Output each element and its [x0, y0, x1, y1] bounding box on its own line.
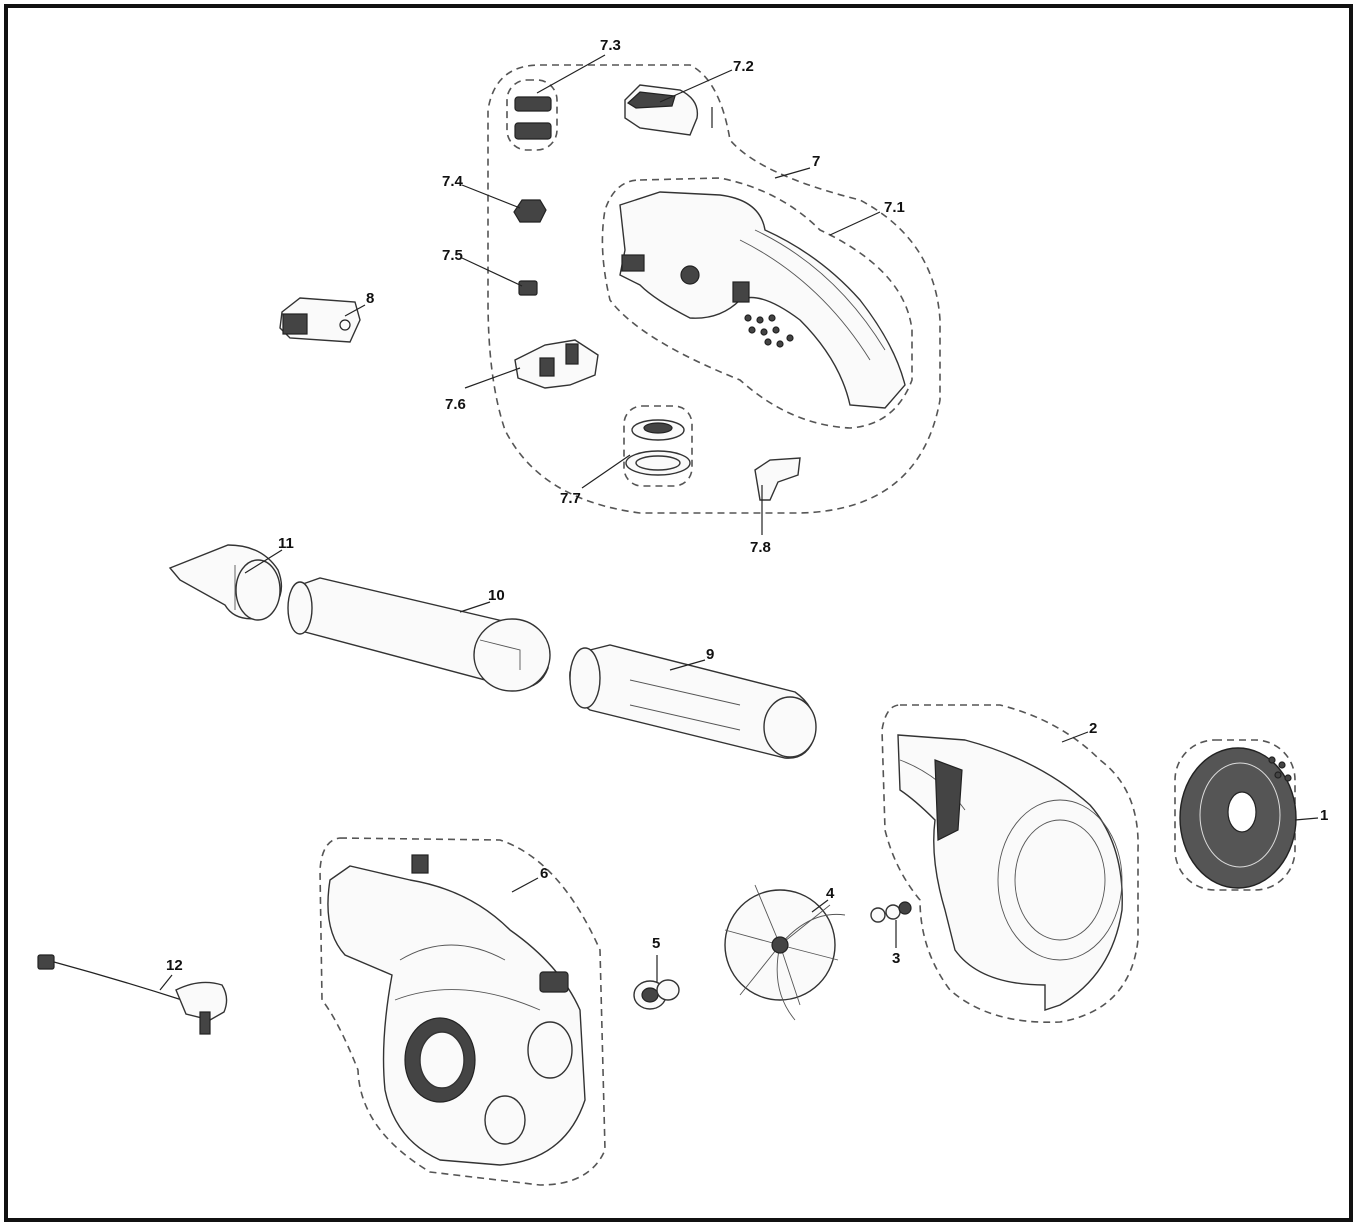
label-5: 5 [652, 935, 660, 952]
label-8: 8 [366, 290, 374, 307]
part-1-intake-grille [1179, 747, 1297, 889]
part-5-bearing [633, 979, 680, 1010]
label-11: 11 [278, 535, 294, 552]
label-7-5: 7.5 [442, 247, 463, 264]
group-7-1-outline [601, 177, 913, 429]
label-10: 10 [488, 587, 505, 604]
part-7-2-cover [624, 84, 713, 136]
group-7-7-outline [623, 405, 693, 487]
group-2-outline [881, 704, 1139, 1024]
label-7-1: 7.1 [884, 199, 905, 216]
group-6-outline [319, 837, 606, 1186]
label-7-4: 7.4 [442, 173, 464, 190]
part-11-nozzle [168, 544, 283, 621]
part-12-power-cord [37, 954, 228, 1035]
part-6-motor-assembly [327, 854, 586, 1166]
part-7-4-trigger [513, 199, 547, 223]
label-7-8: 7.8 [750, 539, 771, 556]
part-7-5-lock [518, 280, 538, 296]
frame-border [4, 4, 1353, 1222]
label-4: 4 [826, 885, 835, 902]
leader-lines [159, 54, 1319, 991]
part-7-6-board [514, 339, 599, 389]
part-7-7-rings [625, 419, 691, 476]
label-7-3: 7.3 [600, 37, 621, 54]
label-7: 7 [812, 153, 820, 170]
label-2: 2 [1089, 720, 1097, 737]
part-10-tube [287, 577, 551, 692]
part-3-washers [870, 901, 912, 923]
label-3: 3 [892, 950, 900, 967]
part-7-1-handle-housing [619, 191, 906, 409]
label-6: 6 [540, 865, 548, 882]
group-7-outline [487, 64, 941, 514]
label-7-2: 7.2 [733, 58, 754, 75]
label-9: 9 [706, 646, 714, 663]
group-7-3-outline [506, 79, 558, 151]
label-12: 12 [166, 957, 183, 974]
label-1: 1 [1320, 807, 1328, 824]
label-7-6: 7.6 [445, 396, 466, 413]
part-2-fan-housing [897, 734, 1123, 1011]
part-8-module [279, 297, 361, 343]
label-7-7: 7.7 [560, 490, 581, 507]
part-4-fan [724, 884, 846, 1021]
part-9-tube [569, 644, 817, 759]
part-7-3-switch [514, 96, 552, 140]
